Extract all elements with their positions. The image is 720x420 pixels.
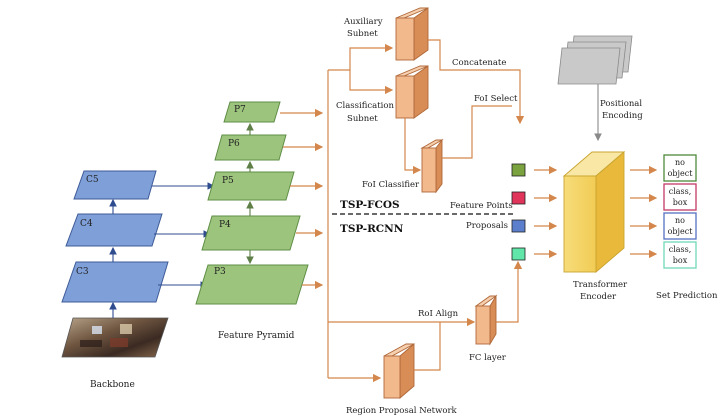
classification-subnet-block: Classification Subnet: [336, 65, 429, 124]
prediction-1-line2: object: [668, 169, 694, 178]
backbone-layer-c4: [65, 213, 163, 247]
prediction-box-1: [663, 154, 697, 182]
classification-subnet-label-1: Classification: [336, 101, 394, 111]
prediction-1-line1: no: [675, 158, 685, 167]
backbone-layer-c5: [73, 170, 157, 200]
pyramid-level-p5: [207, 171, 295, 201]
auxiliary-subnet-label-1: Auxiliary: [343, 17, 383, 27]
p4-label: P4: [219, 220, 231, 230]
pyramid-connectors: [280, 43, 476, 383]
prediction-3-line1: no: [675, 216, 685, 225]
prediction-3-line2: object: [668, 227, 694, 236]
transformer-encoder-block: Transformer Encoder: [562, 151, 628, 302]
foi-classifier-block: FoI Classifier: [362, 118, 444, 194]
prediction-box-2: [663, 183, 697, 211]
positional-encoding-label-1: Positional: [600, 99, 642, 109]
token-teal: [511, 247, 526, 261]
backbone-layer-c3: [61, 261, 169, 303]
set-prediction-group: no object class, box no object class, bo…: [656, 154, 718, 301]
concatenate-path: Concatenate: [428, 39, 525, 125]
roi-align-label: RoI Align: [418, 309, 459, 319]
pyramid-level-p3: [195, 264, 309, 305]
foi-select-label: FoI Select: [474, 94, 518, 104]
p7-label: P7: [234, 105, 246, 115]
set-prediction-title: Set Prediction: [656, 291, 718, 301]
prediction-4-line1: class,: [669, 245, 692, 254]
token-blue: [511, 219, 526, 233]
classification-subnet-label-2: Subnet: [347, 114, 378, 124]
positional-encoding-label-2: Encoding: [602, 111, 643, 121]
foi-select-path: FoI Select: [442, 94, 518, 159]
p5-label: P5: [222, 176, 234, 186]
fc-layer-block: RoI Align FC layer: [418, 260, 523, 363]
token-red: [511, 191, 526, 205]
feature-points-label: Feature Points: [450, 201, 513, 211]
prediction-box-4: [663, 241, 697, 269]
positional-encoding-stack: Positional Encoding: [557, 35, 643, 142]
encoder-label-1: Transformer: [573, 280, 628, 290]
fc-layer-label: FC layer: [469, 353, 507, 363]
rpn-block: Region Proposal Network: [346, 322, 458, 416]
pyramid-level-p7: [223, 101, 281, 123]
pyramid-level-p4: [201, 215, 301, 251]
feature-pyramid-group: P3 P4 P5 P6 P7 Feature Pyramid: [195, 101, 309, 341]
auxiliary-subnet-label-2: Subnet: [347, 29, 378, 39]
token-green: [511, 163, 526, 177]
p6-label: P6: [228, 139, 240, 149]
pyramid-level-p6: [214, 134, 287, 161]
prediction-2-line2: box: [673, 198, 688, 207]
prediction-4-line2: box: [673, 256, 688, 265]
c3-label: C3: [76, 267, 89, 277]
backbone-group: C3 C4 C5 Backbone: [61, 170, 216, 390]
prediction-arrows: [630, 165, 658, 259]
rpn-label: Region Proposal Network: [346, 406, 458, 416]
concatenate-label: Concatenate: [452, 58, 506, 68]
proposals-label: Proposals: [466, 221, 508, 231]
pyramid-title: Feature Pyramid: [218, 331, 295, 341]
foi-classifier-label: FoI Classifier: [362, 180, 420, 190]
p3-label: P3: [214, 267, 226, 277]
prediction-box-3: [663, 212, 697, 240]
c5-label: C5: [86, 175, 99, 185]
prediction-2-line1: class,: [669, 187, 692, 196]
input-image: [61, 317, 169, 358]
auxiliary-subnet-block: Auxiliary Subnet: [343, 7, 429, 61]
method-divider: TSP-FCOS TSP-RCNN Feature Points Proposa…: [332, 199, 515, 235]
tsp-fcos-label: TSP-FCOS: [340, 199, 400, 211]
token-column: [511, 163, 558, 261]
c4-label: C4: [80, 219, 93, 229]
encoder-label-2: Encoder: [580, 292, 617, 302]
tsp-rcnn-label: TSP-RCNN: [340, 223, 404, 235]
backbone-title: Backbone: [90, 380, 135, 390]
